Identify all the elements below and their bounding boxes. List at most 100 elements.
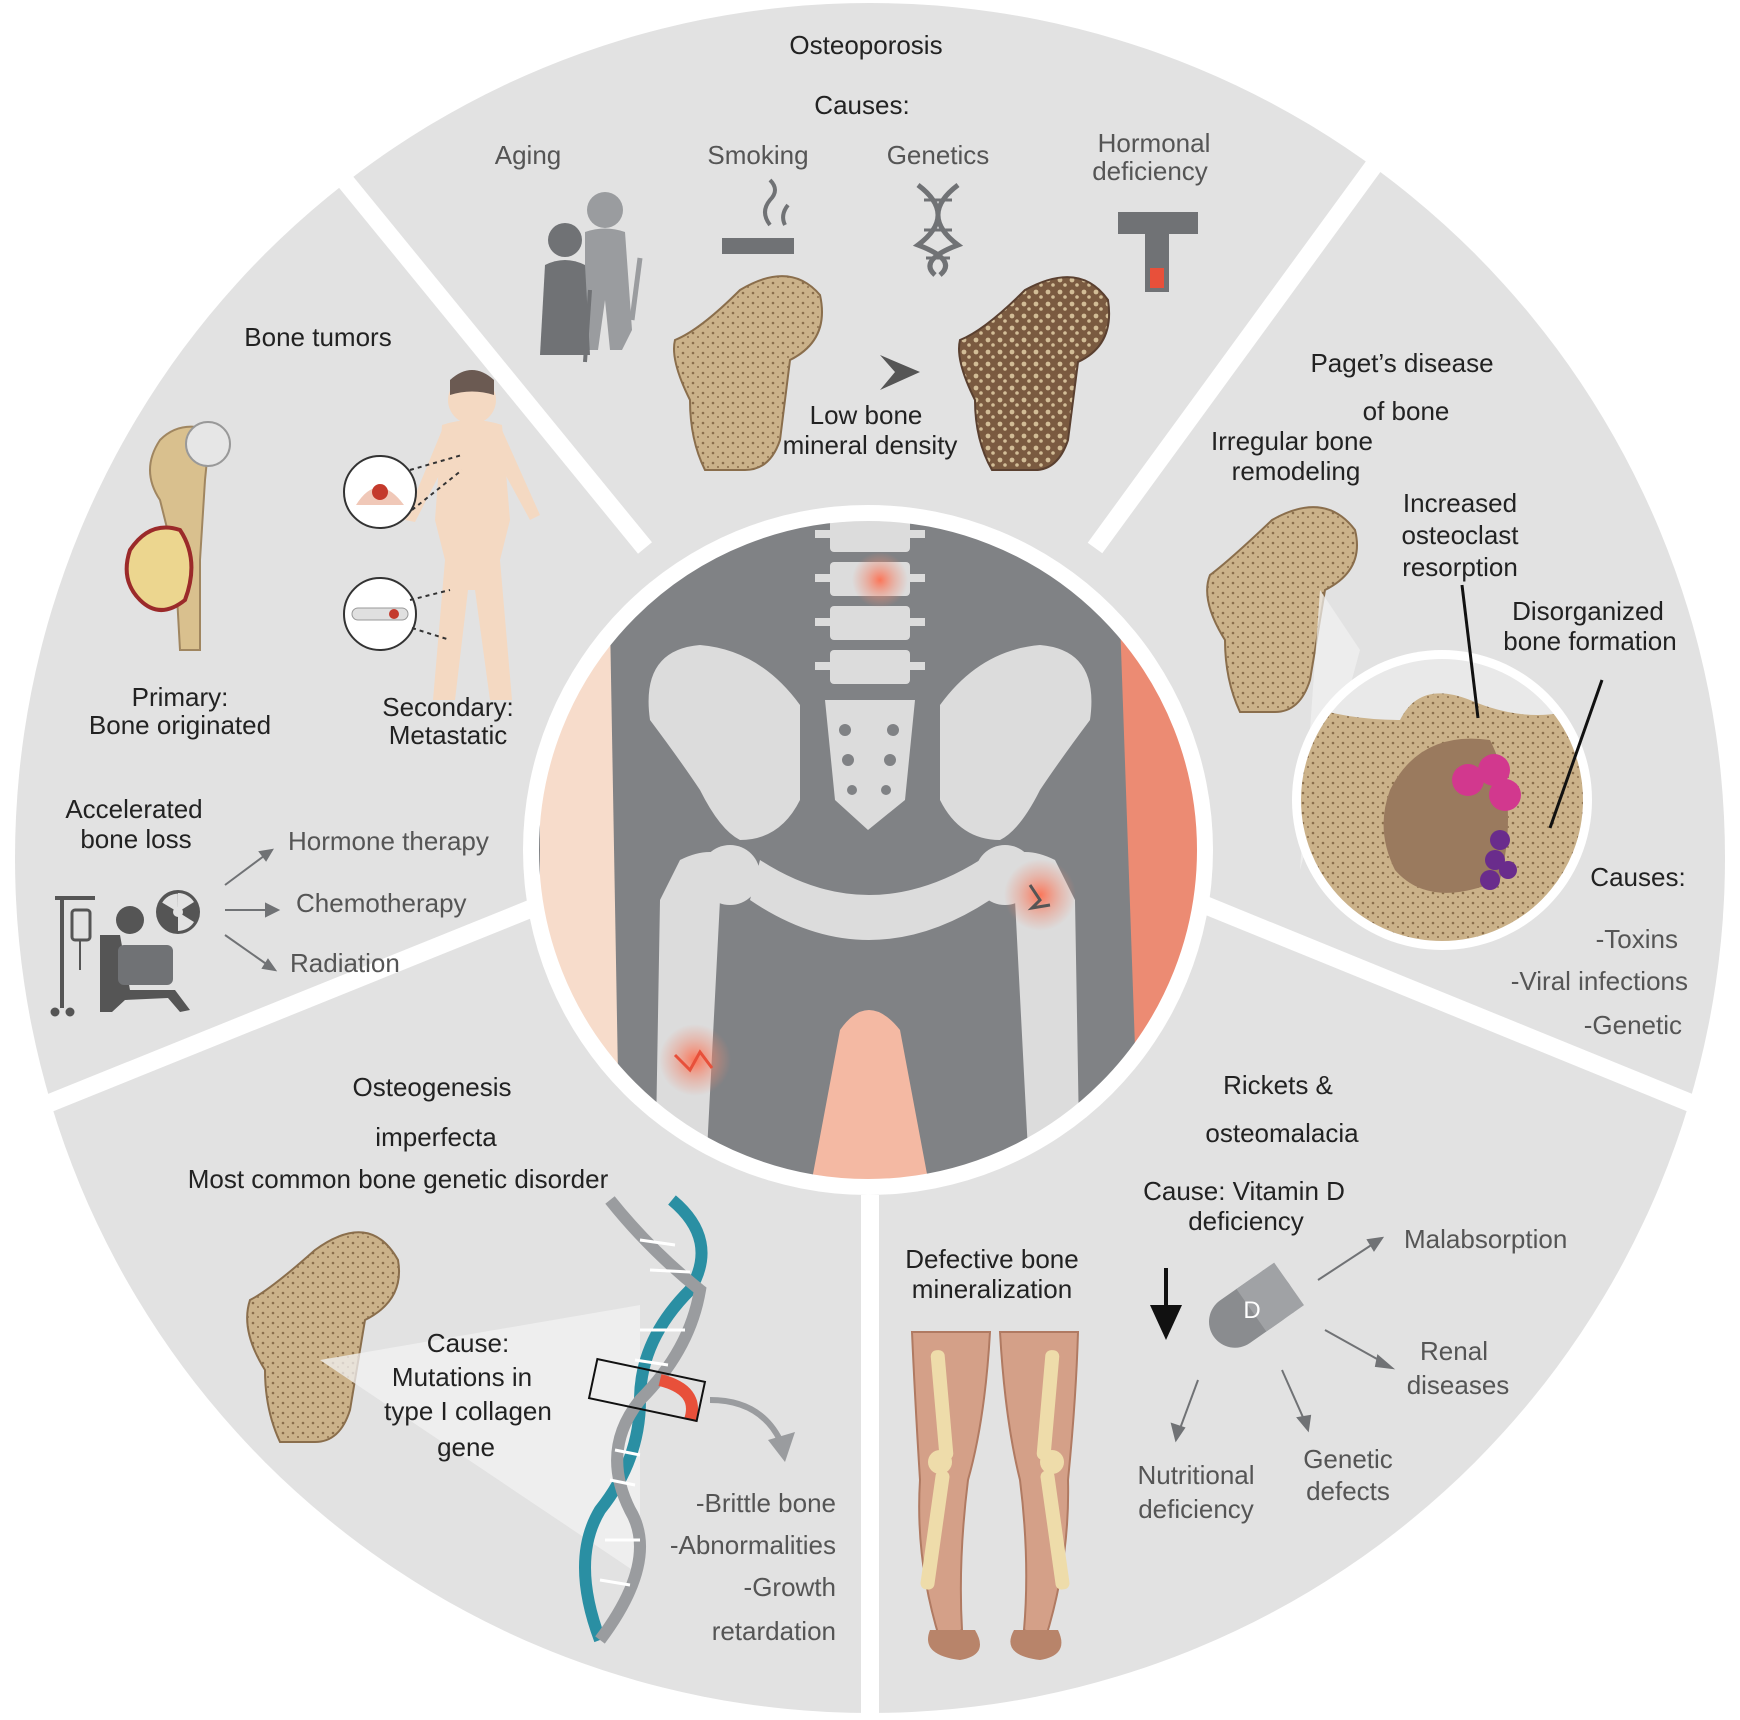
- cause-nutritional-line1: Nutritional: [1137, 1460, 1254, 1490]
- rickets-title-line1: Rickets &: [1223, 1070, 1333, 1100]
- treatment-chemo: Chemotherapy: [296, 888, 467, 918]
- pagets-causes-label: Causes:: [1590, 862, 1685, 892]
- pagets-cause-genetic: -Genetic: [1584, 1010, 1682, 1040]
- bone-tumors-title: Bone tumors: [244, 322, 391, 352]
- left-femur: [655, 852, 745, 1180]
- cause-smoking: Smoking: [707, 140, 808, 170]
- osteogenesis-imperfecta-segment: Osteogenesis imperfecta Most common bone…: [188, 1072, 836, 1646]
- pill-letter: D: [1243, 1297, 1260, 1324]
- oi-cause-line2: Mutations in: [392, 1362, 532, 1392]
- disorganized-line2: bone formation: [1503, 626, 1676, 656]
- osteoporosis-title: Osteoporosis: [789, 30, 942, 60]
- pubic-arch: [750, 860, 990, 940]
- dna-icon: [912, 183, 964, 277]
- disorganized-line1: Disorganized: [1512, 596, 1664, 626]
- bone-tumors-segment: Bone tumors: [50, 322, 540, 1017]
- spine-fracture-glow: [852, 552, 908, 608]
- treatment-hormone: Hormone therapy: [288, 826, 489, 856]
- dna-rungs: [599, 1238, 691, 1587]
- oi-cause-line3: type I collagen: [384, 1396, 552, 1426]
- cause-aging: Aging: [495, 140, 562, 170]
- vitamin-d-pill-icon: [1209, 1262, 1304, 1348]
- oi-effect-brittle: -Brittle bone: [696, 1488, 836, 1518]
- oi-effect-growth: -Growth: [744, 1572, 836, 1602]
- accelerated-line1: Accelerated: [65, 794, 202, 824]
- chemotherapy-patient-icon: [50, 896, 190, 1017]
- oi-arrow: [709, 1397, 783, 1442]
- rickets-cause-line2: deficiency: [1188, 1206, 1304, 1236]
- osteoclast-cells: [1452, 754, 1521, 811]
- primary-tumor-femur-icon: [124, 421, 231, 651]
- low-bmd-line1: Low bone: [810, 400, 923, 430]
- pagets-cause-viral: -Viral infections: [1511, 966, 1688, 996]
- cause-renal-line1: Renal: [1420, 1336, 1488, 1366]
- bone-metastasis-inset: [343, 577, 451, 651]
- oi-effect-retardation: retardation: [712, 1616, 836, 1646]
- osteoblast-cells: [1480, 830, 1517, 890]
- pagets-cause-toxins: -Toxins: [1596, 924, 1678, 954]
- pagets-segment: Paget’s disease of bone Irregular bone r…: [1206, 348, 1688, 1040]
- secondary-line2: Metastatic: [389, 720, 508, 750]
- defective-line1: Defective bone: [905, 1244, 1078, 1274]
- pagets-title-line2: of bone: [1363, 396, 1450, 426]
- secondary-line1: Secondary:: [382, 692, 514, 722]
- rickets-title-line2: osteomalacia: [1205, 1118, 1359, 1148]
- rickets-arrows: [1170, 1236, 1396, 1443]
- left-iliac-wing: [648, 645, 800, 840]
- treatment-arrows: [224, 848, 281, 972]
- hip-fracture-glow: [1004, 859, 1076, 931]
- irregular-line1: Irregular bone: [1211, 426, 1373, 456]
- accelerated-line2: bone loss: [80, 824, 191, 854]
- pagets-femur-icon: [1206, 506, 1358, 713]
- treatment-radiation: Radiation: [290, 948, 400, 978]
- progression-arrow: [835, 355, 920, 390]
- cause-renal-line2: diseases: [1407, 1370, 1510, 1400]
- cause-genetics: Genetics: [887, 140, 990, 170]
- increased-line3: resorption: [1402, 552, 1518, 582]
- oi-effect-abnormalities: -Abnormalities: [670, 1530, 836, 1560]
- cause-nutritional-line2: deficiency: [1138, 1494, 1254, 1524]
- right-femur: [990, 852, 1080, 1180]
- cause-hormonal-line2: deficiency: [1092, 156, 1208, 186]
- mutation-box: [587, 1357, 707, 1423]
- cause-malabsorption: Malabsorption: [1404, 1224, 1567, 1254]
- oi-title-line2: imperfecta: [375, 1122, 497, 1152]
- healthy-femur-icon: [673, 275, 823, 471]
- oi-cause-line4: gene: [437, 1432, 495, 1462]
- breast-tumor-inset: [343, 454, 463, 529]
- pointer-bone-formation: [1548, 679, 1604, 829]
- increased-line2: osteoclast: [1401, 520, 1519, 550]
- rickets-cause-line1: Cause: Vitamin D: [1143, 1176, 1345, 1206]
- cause-hormonal-line1: Hormonal: [1098, 128, 1211, 158]
- irregular-line2: remodeling: [1232, 456, 1361, 486]
- oi-title-line1: Osteogenesis: [353, 1072, 512, 1102]
- osteoporotic-femur-icon: [958, 276, 1111, 471]
- collagen-dna-helix: [579, 1195, 708, 1644]
- oi-cause-line1: Cause:: [427, 1328, 509, 1358]
- segment-dividers: [16, 154, 1724, 1715]
- metastatic-woman-figure: [405, 370, 540, 700]
- cause-genetic-line2: defects: [1306, 1476, 1390, 1506]
- low-bmd-line2: mineral density: [783, 430, 958, 460]
- elderly-couple-icon: [540, 192, 643, 363]
- oi-subtitle: Most common bone genetic disorder: [188, 1164, 609, 1194]
- osteoporosis-segment: Osteoporosis Causes: Aging Smoking Genet…: [495, 30, 1211, 471]
- smoking-icon: [722, 178, 794, 254]
- osteoporosis-causes-label: Causes:: [814, 90, 909, 120]
- hormone-test-icon: [1118, 212, 1198, 292]
- down-arrow: [1150, 1268, 1182, 1340]
- pagets-title-line1: Paget’s disease: [1310, 348, 1493, 378]
- groin-skin: [810, 1010, 930, 1180]
- primary-line2: Bone originated: [89, 710, 271, 740]
- cause-genetic-line1: Genetic: [1303, 1444, 1393, 1474]
- pointer-osteoclast: [1460, 584, 1480, 719]
- primary-line1: Primary:: [132, 682, 229, 712]
- oi-femur-icon: [246, 1231, 400, 1443]
- bowed-legs-illustration: [910, 1331, 1080, 1660]
- rickets-segment: Rickets & osteomalacia Cause: Vitamin D …: [905, 1070, 1567, 1660]
- oi-zoom-cone: [320, 1305, 640, 1575]
- increased-line1: Increased: [1403, 488, 1517, 518]
- radiation-icon: [156, 890, 200, 934]
- right-iliac-wing: [940, 645, 1092, 840]
